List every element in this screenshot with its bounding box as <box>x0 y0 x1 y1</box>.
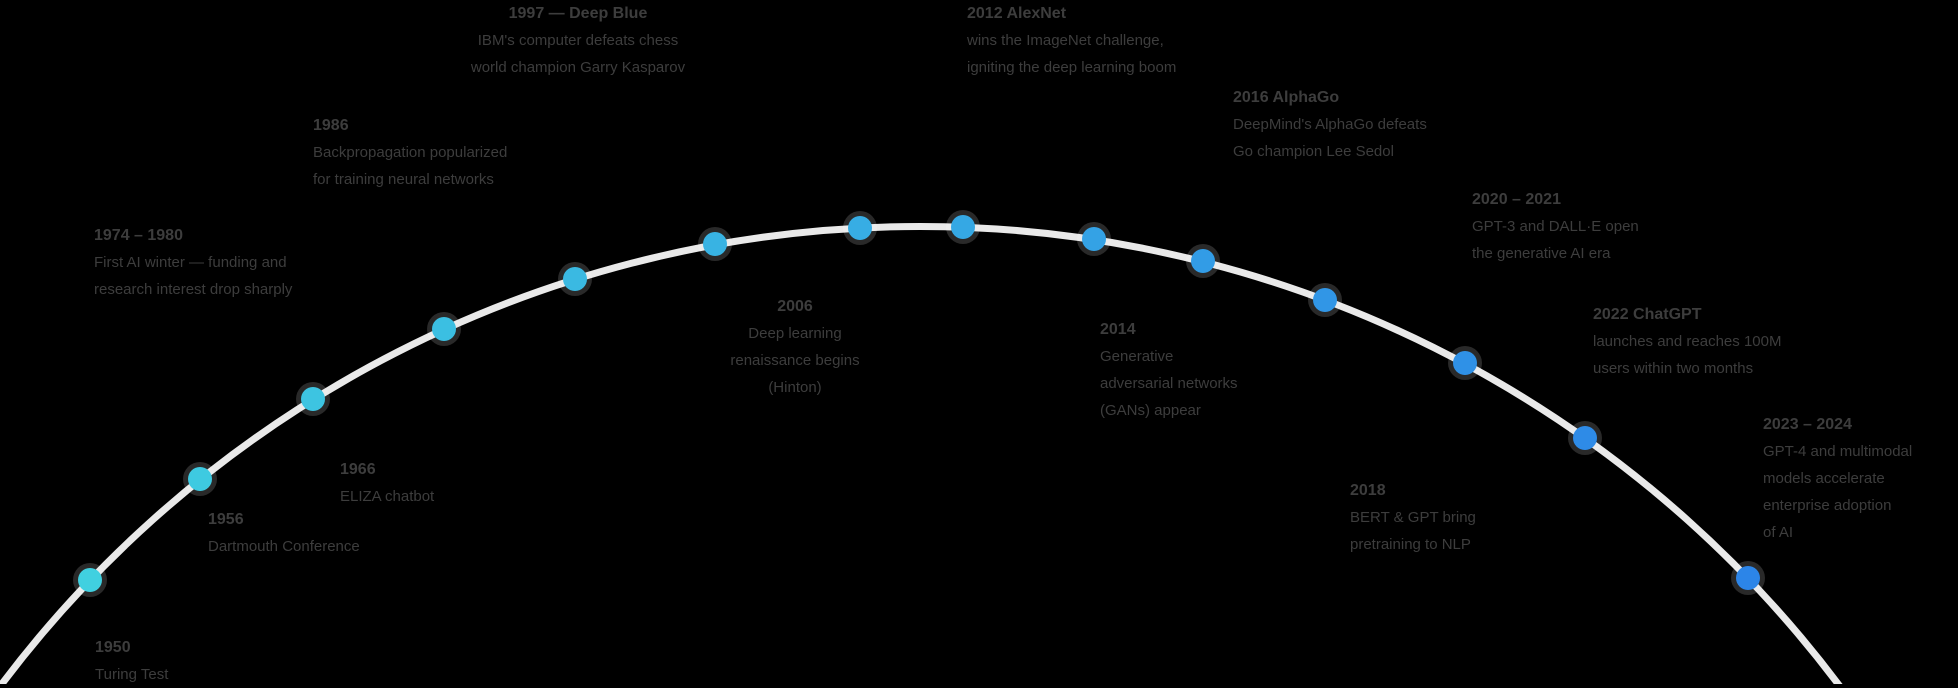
milestone-desc: GPT-3 and DALL·E open the generative AI … <box>1472 218 1639 262</box>
milestone-label-2020-2021: 2020 – 2021 GPT-3 and DALL·E open the ge… <box>1472 186 1639 267</box>
milestone-year: 1966 <box>340 461 376 478</box>
milestone-label-2012: 2012 AlexNet wins the ImageNet challenge… <box>967 0 1176 81</box>
timeline-dot-2016 <box>1191 249 1215 273</box>
milestone-label-1966: 1966 ELIZA chatbot <box>340 456 434 510</box>
milestone-year: 1950 <box>95 639 131 656</box>
milestone-label-2014: 2014 Generative adversarial networks (GA… <box>1100 316 1238 424</box>
milestone-label-1974-1980: 1974 – 1980 First AI winter — funding an… <box>94 222 292 303</box>
milestone-desc: Dartmouth Conference <box>208 538 360 555</box>
milestone-label-1956: 1956 Dartmouth Conference <box>208 506 360 560</box>
milestone-year: 2022 ChatGPT <box>1593 306 1702 323</box>
milestone-label-1986: 1986 Backpropagation popularized for tra… <box>313 112 507 193</box>
milestone-desc: GPT-4 and multimodal models accelerate e… <box>1763 443 1913 541</box>
milestone-year: 2014 <box>1100 321 1136 338</box>
timeline-dot-1997 <box>703 232 727 256</box>
timeline-dot-1986 <box>563 267 587 291</box>
milestone-year: 1974 – 1980 <box>94 227 183 244</box>
timeline-dot-2012 <box>951 215 975 239</box>
milestone-year: 1956 <box>208 511 244 528</box>
milestone-desc: BERT & GPT bring pretraining to NLP <box>1350 509 1476 553</box>
timeline-dot-1966 <box>301 387 325 411</box>
milestone-year: 2023 – 2024 <box>1763 416 1852 433</box>
milestone-desc: Turing Test <box>95 666 169 683</box>
milestone-label-1997: 1997 — Deep Blue IBM's computer defeats … <box>448 0 708 81</box>
milestone-year: 2018 <box>1350 482 1386 499</box>
timeline-dot-1974 <box>432 317 456 341</box>
timeline-dot-2018 <box>1313 288 1337 312</box>
timeline-dot-2023 <box>1736 566 1760 590</box>
milestone-desc: ELIZA chatbot <box>340 488 435 505</box>
milestone-label-1950: 1950 Turing Test <box>95 634 168 688</box>
timeline-dot-2022 <box>1573 426 1597 450</box>
milestone-year: 2020 – 2021 <box>1472 191 1561 208</box>
milestone-desc: Backpropagation popularized for training… <box>313 144 508 188</box>
milestone-desc: launches and reaches 100M users within t… <box>1593 333 1782 377</box>
milestone-label-2016: 2016 AlphaGo DeepMind's AlphaGo defeats … <box>1233 84 1427 165</box>
milestone-desc: wins the ImageNet challenge, igniting th… <box>967 32 1177 76</box>
timeline-dot-2014 <box>1082 227 1106 251</box>
milestone-desc: DeepMind's AlphaGo defeats Go champion L… <box>1233 116 1427 160</box>
milestone-label-2018: 2018 BERT & GPT bring pretraining to NLP <box>1350 477 1476 558</box>
milestone-desc: Deep learning renaissance begins (Hinton… <box>730 325 860 396</box>
milestone-desc: First AI winter — funding and research i… <box>94 254 293 298</box>
milestone-year: 1986 <box>313 117 349 134</box>
milestone-year: 1997 — Deep Blue <box>508 5 648 22</box>
milestone-label-2006: 2006 Deep learning renaissance begins (H… <box>670 293 920 401</box>
milestone-label-2022: 2022 ChatGPT launches and reaches 100M u… <box>1593 301 1781 382</box>
milestone-desc: IBM's computer defeats chess world champ… <box>470 32 686 76</box>
milestone-label-2023-2024: 2023 – 2024 GPT-4 and multimodal models … <box>1763 411 1912 546</box>
milestone-year: 2012 AlexNet <box>967 5 1067 22</box>
timeline-dot-1950 <box>78 568 102 592</box>
milestone-year: 2016 AlphaGo <box>1233 89 1340 106</box>
timeline-dot-2006 <box>848 216 872 240</box>
timeline-dot-2020 <box>1453 351 1477 375</box>
milestone-year: 2006 <box>777 298 813 315</box>
timeline-dot-1956 <box>188 467 212 491</box>
milestone-desc: Generative adversarial networks (GANs) a… <box>1100 348 1238 419</box>
